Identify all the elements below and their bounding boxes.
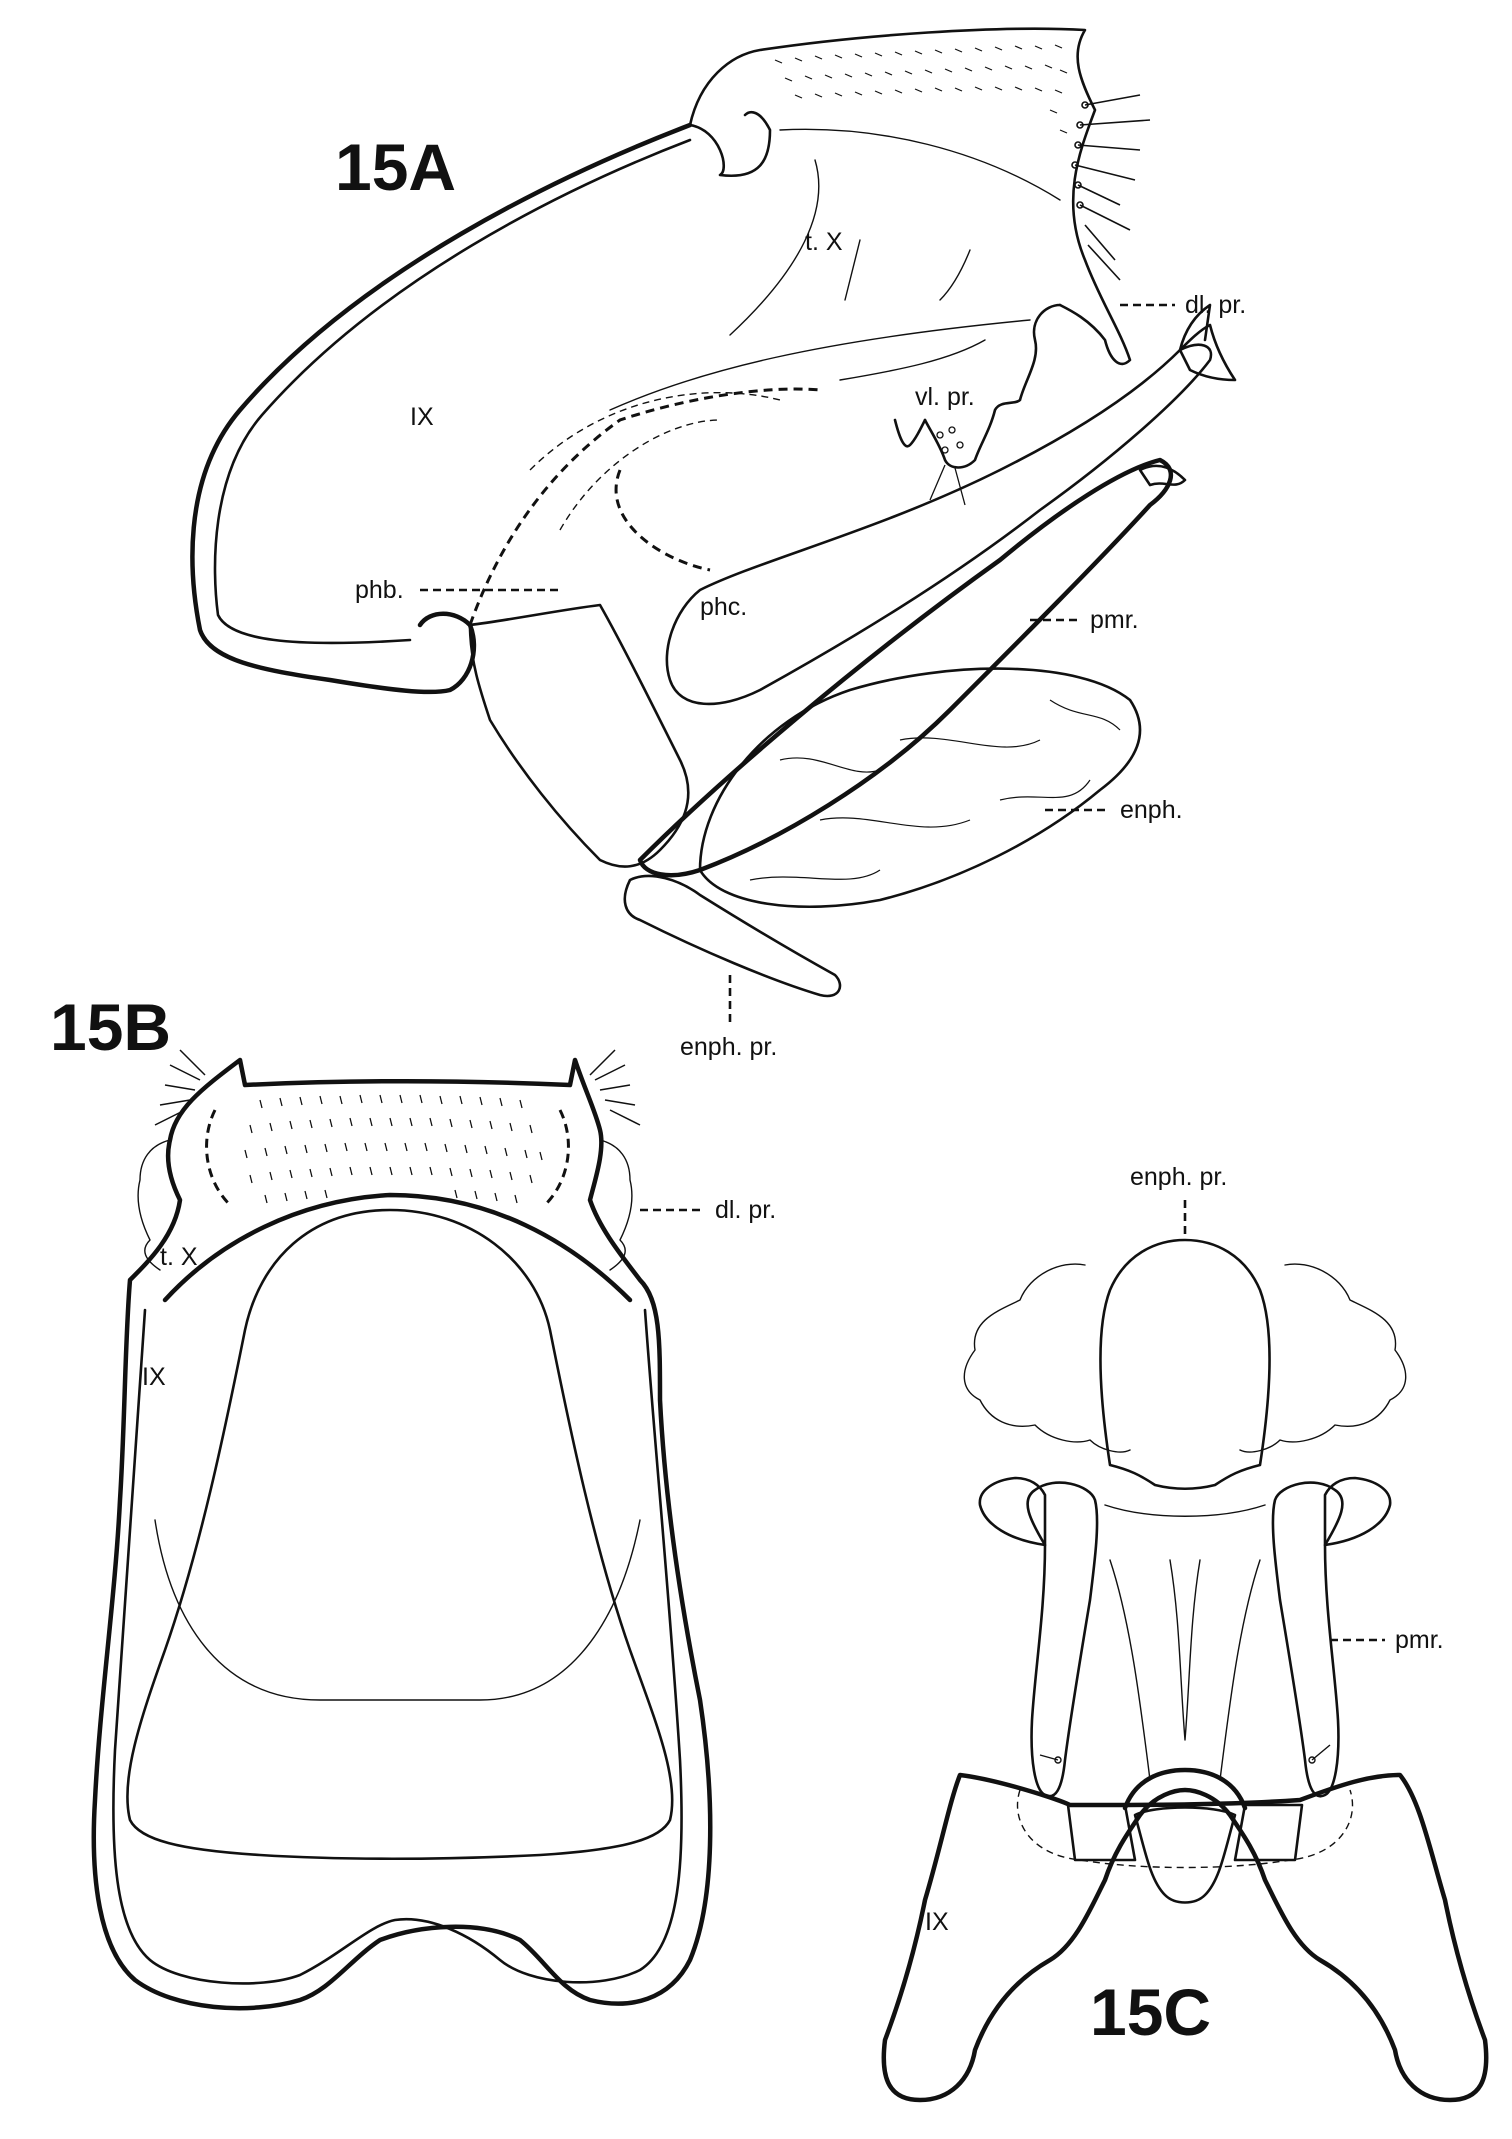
label-enph-pr-15c: enph. pr. [1130,1163,1227,1191]
label-vl-pr: vl. pr. [915,383,975,411]
label-ix-15b: IX [142,1363,166,1391]
panel-label-15b: 15B [50,990,171,1064]
paramere-15a [637,457,1173,878]
tergum-x-setae [774,44,1068,134]
panel-label-15c: 15C [1090,1975,1211,2049]
paramere-right-15c [1271,1481,1344,1798]
endophallus [698,667,1142,908]
label-pmr-15c: pmr. [1395,1626,1444,1654]
ventrolateral-process [923,303,1062,469]
tergum-x-setae-15b [244,1094,543,1204]
panel-15c: 15C enph. pr. pmr. IX [881,1163,1489,2103]
panel-label-15a: 15A [335,130,456,204]
paramere-left-15c [1026,1481,1099,1798]
label-ix-15a: IX [410,403,434,431]
segment-ix-dorsal-outline [91,1057,713,2011]
label-enph: enph. [1120,796,1183,824]
panel-15a: 15A [190,27,1246,1061]
endophallic-process-15a [623,874,842,998]
phallicata [665,343,1213,706]
segment-ix-window [126,1208,674,1861]
label-ix-15c: IX [925,1908,949,1936]
label-pmr-15a: pmr. [1090,606,1139,634]
label-dl-pr-15a: dl. pr. [1185,291,1246,319]
label-phc: phc. [700,593,747,621]
endophallic-process-15c [1099,1238,1271,1491]
label-phb: phb. [355,576,404,604]
panel-15b: 15B [50,990,776,2011]
phallobase-body [468,603,690,868]
phallobase-boundary [468,387,821,626]
tergum-x-outline [688,27,1132,366]
label-t-x-15a: t. X [805,228,843,256]
marginal-setae [1071,94,1151,281]
label-dl-pr-15b: dl. pr. [715,1196,776,1224]
endophallus-lobes-15c [963,1263,1131,1453]
segment-ix-ventral-outline [881,1772,1489,2103]
label-t-x-15b: t. X [160,1243,198,1271]
central-plate-15c [1133,1806,1237,1904]
label-enph-pr-15a: enph. pr. [680,1033,777,1061]
